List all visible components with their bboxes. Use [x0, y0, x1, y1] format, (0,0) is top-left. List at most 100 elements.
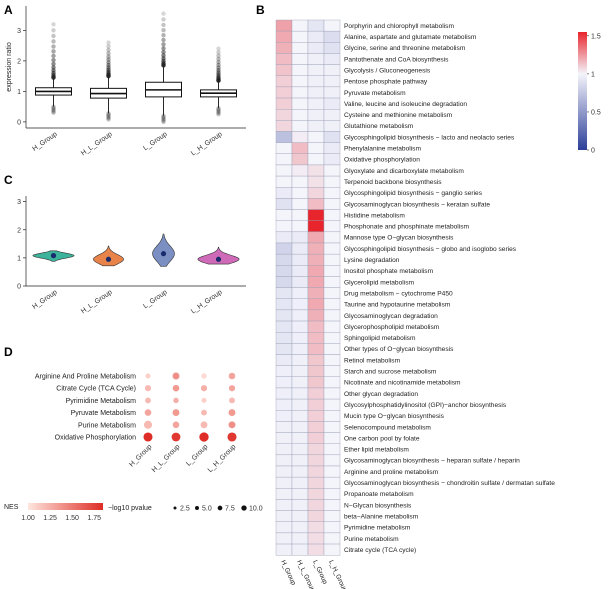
- heatmap-row-label: Lysine degradation: [344, 257, 400, 264]
- y-tick-label: 0: [17, 119, 21, 126]
- heatmap-cell: [291, 19, 309, 32]
- outlier-point: [51, 105, 56, 111]
- outlier-point: [161, 22, 166, 28]
- heatmap-cell: [291, 443, 309, 456]
- y-tick-label: 1: [17, 89, 21, 96]
- outlier-point: [106, 114, 111, 120]
- heatmap-cell: [323, 332, 341, 344]
- heatmap-row-label: Glutathione metabolism: [344, 123, 414, 130]
- dot: [172, 421, 180, 429]
- y-axis-label: expression ratio: [6, 42, 13, 92]
- dot: [144, 409, 152, 416]
- heatmap-cell: [291, 120, 309, 132]
- heatmap-cell: [291, 198, 309, 210]
- heatmap-cell: [275, 164, 293, 177]
- heatmap-cell: [291, 320, 309, 333]
- heatmap-cell: [291, 521, 309, 534]
- heatmap-cell: [291, 410, 309, 422]
- heatmap-cell: [275, 398, 293, 411]
- panel-letter-b: B: [256, 3, 265, 17]
- colorbar-tick-label: 1: [591, 71, 595, 78]
- heatmap-cell: [323, 465, 341, 478]
- heatmap-row-label: Valine, leucine and isoleucine degradati…: [344, 101, 467, 108]
- heatmap-cell: [275, 376, 293, 389]
- outlier-point: [161, 117, 166, 122]
- heatmap-row-label: Pentose phosphate pathway: [344, 79, 428, 86]
- heatmap-row-label: Glycine, serine and threonine metabolism: [344, 45, 466, 52]
- heatmap-cell: [275, 276, 293, 288]
- outlier-point: [161, 28, 166, 33]
- heatmap-cell: [307, 231, 325, 244]
- dot: [172, 409, 180, 417]
- heatmap-cell: [275, 242, 293, 255]
- y-tick-label: 2: [17, 58, 21, 65]
- heatmap-row-label: Glyoxylate and dicarboxylate metabolism: [344, 168, 464, 175]
- heatmap-cell: [275, 343, 293, 355]
- heatmap-cell: [275, 108, 293, 121]
- heatmap-cell: [323, 410, 341, 422]
- outlier-point: [106, 116, 111, 121]
- heatmap-col-label: L_H_Group: [327, 559, 348, 589]
- heatmap-cell: [323, 265, 341, 277]
- heatmap-cell: [323, 421, 341, 433]
- dot: [228, 385, 236, 392]
- heatmap-cell: [275, 476, 293, 489]
- panel-letter-a: A: [4, 3, 13, 17]
- heatmap-cell: [323, 108, 341, 121]
- heatmap-row-label: Phosphonate and phosphinate metabolism: [344, 224, 470, 231]
- outlier-point: [106, 44, 111, 49]
- heatmap-cell: [323, 120, 341, 132]
- heatmap-cell: [275, 30, 293, 43]
- heatmap-cell: [291, 108, 309, 121]
- outlier-point: [106, 47, 111, 53]
- outlier-point: [161, 46, 166, 51]
- nes-legend-tick: 1.25: [43, 515, 57, 522]
- heatmap-cell: [275, 120, 293, 132]
- heatmap-cell: [275, 454, 293, 467]
- heatmap-cell: [307, 398, 325, 411]
- outlier-point: [51, 44, 56, 49]
- nes-legend-tick: 1.50: [65, 515, 79, 522]
- heatmap-cell: [291, 164, 309, 177]
- heatmap-cell: [307, 209, 325, 221]
- outlier-point: [51, 28, 56, 33]
- heatmap-cell: [307, 298, 325, 311]
- outlier-point: [106, 117, 111, 122]
- heatmap-cell: [275, 443, 293, 456]
- heatmap-cell: [275, 42, 293, 54]
- heatmap-row-label: Terpenoid backbone biosynthesis: [344, 179, 442, 186]
- outlier-point: [161, 37, 166, 43]
- y-tick-label: 0: [17, 284, 21, 291]
- heatmap-cell: [291, 432, 309, 444]
- heatmap-cell: [275, 253, 293, 266]
- heatmap-cell: [323, 131, 341, 143]
- heatmap-row-label: Purine metabolism: [344, 536, 399, 543]
- heatmap-cell: [291, 332, 309, 344]
- heatmap-cell: [323, 298, 341, 311]
- heatmap-row-label: Glycolysis / Gluconeogenesis: [344, 67, 431, 74]
- heatmap-cell: [291, 543, 309, 556]
- heatmap-cell: [307, 410, 325, 422]
- heatmap-cell: [291, 287, 309, 299]
- heatmap-cell: [291, 298, 309, 311]
- heatmap-row-label: Retinol metabolism: [344, 357, 401, 364]
- heatmap-cell: [307, 75, 325, 88]
- heatmap-cell: [323, 164, 341, 177]
- pvalue-legend-dot: [217, 505, 223, 511]
- heatmap-colorbar: [578, 32, 587, 150]
- median-point: [160, 251, 167, 257]
- heatmap-cell: [275, 75, 293, 88]
- outlier-point: [51, 109, 56, 114]
- heatmap-cell: [291, 30, 309, 43]
- outlier-point: [216, 107, 221, 112]
- heatmap-cell: [323, 175, 341, 188]
- heatmap-cell: [275, 421, 293, 433]
- heatmap-cell: [323, 387, 341, 400]
- heatmap-cell: [323, 365, 341, 377]
- heatmap-cell: [323, 543, 341, 556]
- heatmap-cell: [307, 131, 325, 143]
- heatmap-row-label: Glycosphingolipid biosynthesis − globo a…: [344, 246, 517, 253]
- heatmap-cell: [323, 432, 341, 444]
- heatmap-cell: [323, 97, 341, 110]
- heatmap-cell: [275, 86, 293, 99]
